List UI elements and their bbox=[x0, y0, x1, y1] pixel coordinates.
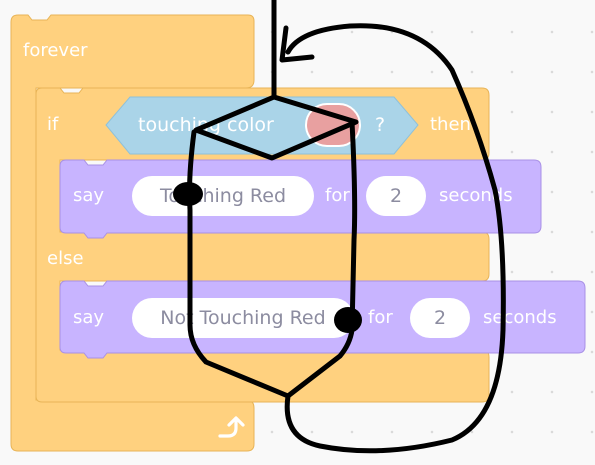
if-label: if bbox=[47, 114, 59, 135]
loop-arrow-icon bbox=[218, 416, 245, 438]
if-else-block[interactable] bbox=[35, 87, 490, 403]
for-label-2: for bbox=[368, 307, 393, 328]
ink-blob-1 bbox=[173, 182, 203, 206]
true-branch-line bbox=[187, 129, 291, 399]
then-label: then bbox=[430, 114, 471, 135]
say-label-2: say bbox=[73, 307, 105, 328]
condition-question: ? bbox=[375, 114, 386, 136]
say-label-1: say bbox=[73, 185, 105, 206]
message-input-2[interactable]: Not Touching Red bbox=[132, 298, 354, 338]
message-input-1[interactable]: Touching Red bbox=[132, 176, 314, 216]
for-label-1: for bbox=[325, 185, 350, 206]
seconds-input-2[interactable]: 2 bbox=[410, 298, 470, 338]
arrow-head bbox=[279, 25, 315, 63]
ink-blob-2 bbox=[334, 307, 362, 333]
loop-back-line bbox=[284, 23, 506, 454]
decision-diamond bbox=[193, 94, 359, 161]
false-branch-line bbox=[285, 119, 358, 399]
forever-label: forever bbox=[23, 40, 88, 61]
seconds-input-1[interactable]: 2 bbox=[366, 176, 426, 216]
else-label: else bbox=[47, 248, 84, 269]
